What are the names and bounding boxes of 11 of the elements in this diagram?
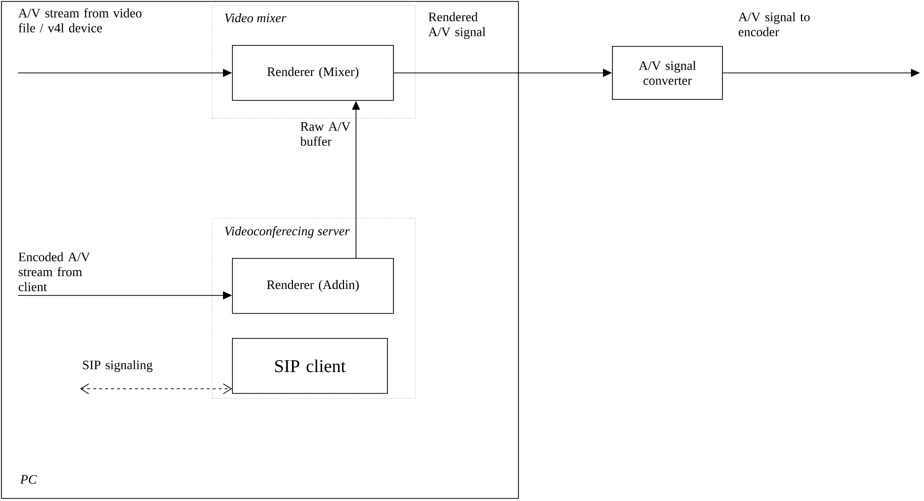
edge-label: SIP signaling bbox=[83, 360, 152, 372]
edge-label: Rendered A/V signal bbox=[428, 12, 486, 39]
process-box: Renderer (Mixer) bbox=[232, 45, 394, 101]
process-box: A/V signal converter bbox=[612, 46, 723, 100]
edge-label: A/V signal to encoder bbox=[738, 12, 810, 36]
process-box: SIP client bbox=[232, 338, 388, 394]
source-label: Encoded A/V stream from client bbox=[18, 252, 90, 292]
edge-label: Raw A/V buffer bbox=[300, 122, 350, 146]
source-label: A/V stream from video file / v4l device bbox=[18, 8, 142, 32]
arrow bbox=[80, 383, 232, 394]
process-box: Renderer (Addin) bbox=[232, 258, 394, 314]
